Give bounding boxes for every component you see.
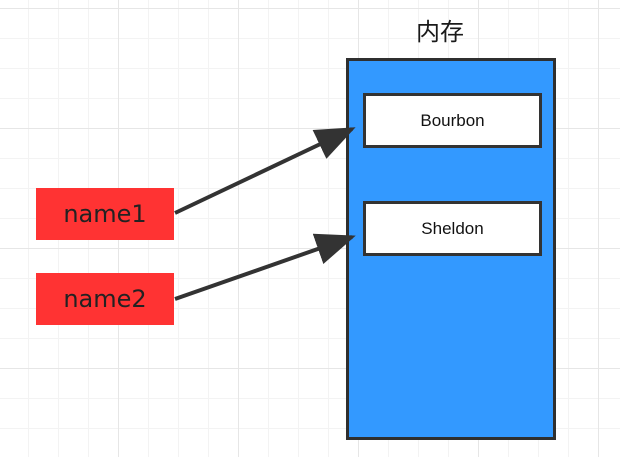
arrow-name2-to-sheldon [174, 233, 356, 301]
arrow-name1-to-bourbon [174, 127, 356, 215]
memory-title: 内存 [416, 18, 464, 46]
memory-cell-sheldon: Sheldon [363, 201, 542, 256]
variable-name1: name1 [36, 188, 174, 240]
memory-cell-bourbon: Bourbon [363, 93, 542, 148]
variable-name2: name2 [36, 273, 174, 325]
